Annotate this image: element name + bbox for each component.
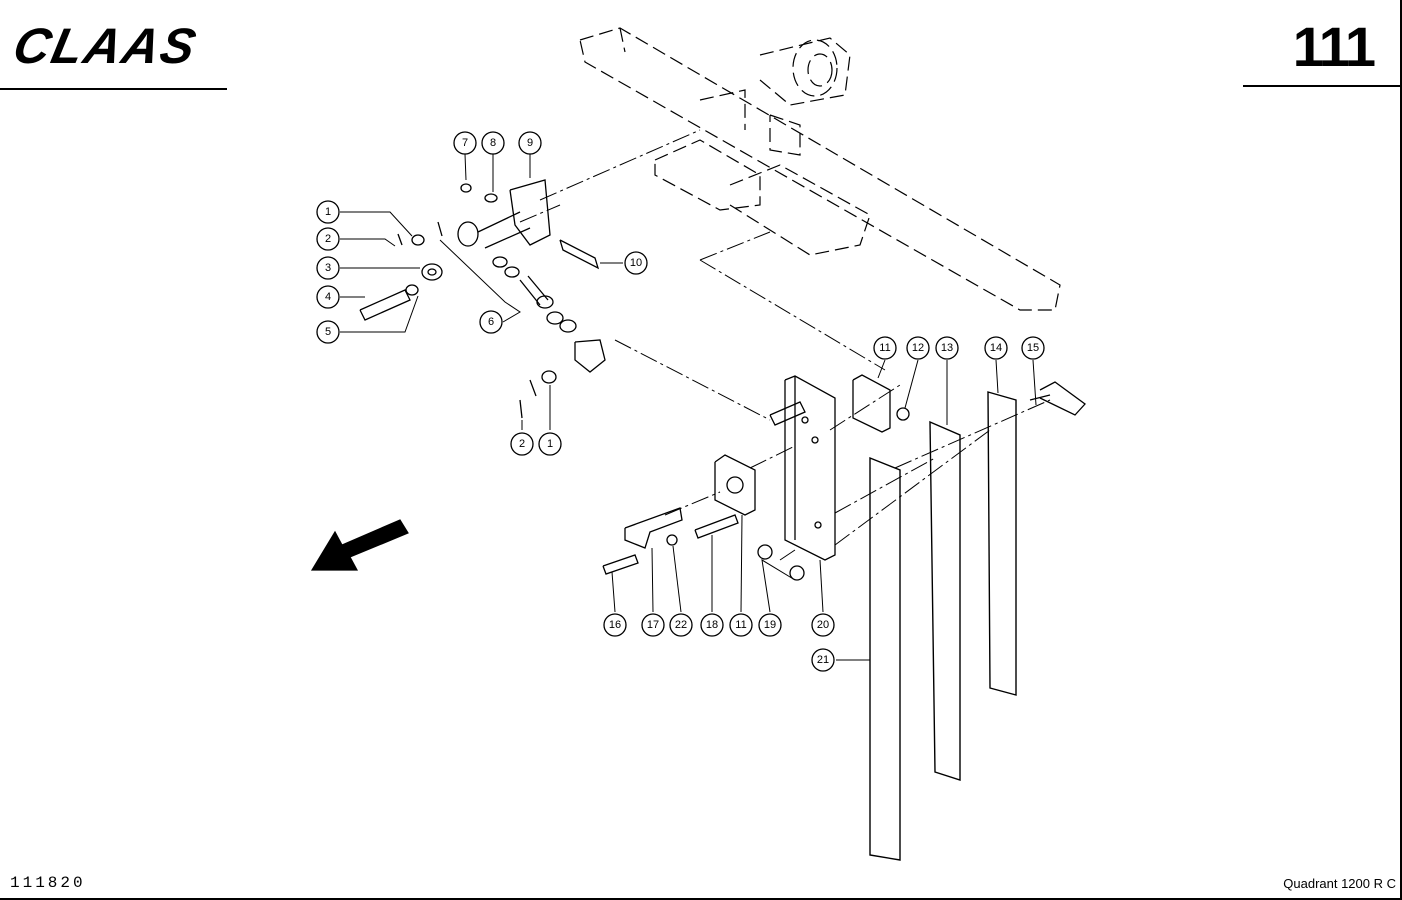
- callout-1: 1: [316, 200, 340, 224]
- parts-left: [359, 179, 606, 419]
- callout-4: 4: [316, 285, 340, 309]
- callout-19: 19: [758, 613, 782, 637]
- callout-9: 9: [518, 131, 542, 155]
- strips: [869, 391, 1017, 861]
- callout-22: 22: [669, 613, 693, 637]
- callout-16: 16: [603, 613, 627, 637]
- claas-logo: CLAAS: [10, 20, 203, 70]
- direction-arrow: [310, 519, 409, 571]
- callout-11: 11: [729, 613, 753, 637]
- callout-17: 17: [641, 613, 665, 637]
- svg-text:13: 13: [941, 342, 953, 354]
- dashed-frame: [579, 27, 1061, 311]
- svg-text:8: 8: [490, 137, 496, 149]
- svg-text:21: 21: [817, 654, 829, 666]
- svg-text:2: 2: [325, 233, 331, 245]
- page-number: 111: [1292, 15, 1376, 78]
- callout-14: 14: [984, 336, 1008, 360]
- svg-text:12: 12: [912, 342, 924, 354]
- svg-text:9: 9: [527, 137, 533, 149]
- svg-text:16: 16: [609, 619, 621, 631]
- callout-2: 2: [510, 432, 534, 456]
- svg-text:11: 11: [879, 342, 890, 354]
- svg-text:10: 10: [630, 257, 642, 269]
- svg-text:7: 7: [462, 137, 468, 149]
- svg-text:3: 3: [325, 262, 331, 274]
- svg-text:20: 20: [817, 619, 829, 631]
- callout-11: 11: [873, 336, 897, 360]
- callout-15: 15: [1021, 336, 1045, 360]
- callout-6: 6: [479, 310, 503, 334]
- svg-text:17: 17: [647, 619, 659, 631]
- drawing-id: 111820: [10, 874, 86, 892]
- logo-underline: [0, 88, 227, 90]
- callout-3: 3: [316, 256, 340, 280]
- page-number-underline: [1243, 85, 1400, 87]
- callout-8: 8: [481, 131, 505, 155]
- callout-2: 2: [316, 227, 340, 251]
- callout-7: 7: [453, 131, 477, 155]
- svg-text:1: 1: [547, 438, 553, 450]
- callout-13: 13: [935, 336, 959, 360]
- callout-12: 12: [906, 336, 930, 360]
- svg-text:2: 2: [519, 438, 525, 450]
- svg-text:19: 19: [764, 619, 776, 631]
- callout-5: 5: [316, 320, 340, 344]
- callout-1: 1: [538, 432, 562, 456]
- callout-21: 21: [811, 648, 835, 672]
- parts-center: [602, 374, 1086, 581]
- svg-text:18: 18: [706, 619, 718, 631]
- callout-10: 10: [624, 251, 648, 275]
- svg-text:15: 15: [1027, 342, 1039, 354]
- guide-lines: [519, 129, 1051, 561]
- leader-lines: [340, 153, 1037, 661]
- svg-text:11: 11: [735, 619, 746, 631]
- svg-text:6: 6: [488, 316, 494, 328]
- svg-text:CLAAS: CLAAS: [10, 20, 203, 70]
- svg-text:5: 5: [325, 326, 331, 338]
- model-label: Quadrant 1200 R C: [1283, 876, 1396, 891]
- svg-text:4: 4: [325, 291, 331, 303]
- callout-18: 18: [700, 613, 724, 637]
- svg-text:1: 1: [325, 206, 331, 218]
- callout-20: 20: [811, 613, 835, 637]
- svg-text:14: 14: [990, 342, 1002, 354]
- svg-text:22: 22: [675, 619, 687, 631]
